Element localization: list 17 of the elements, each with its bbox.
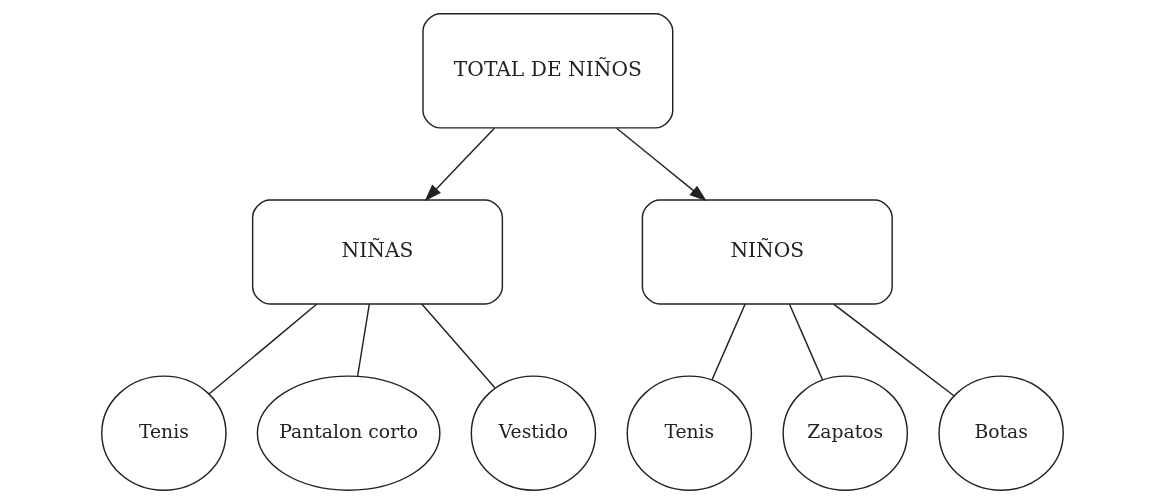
node-box: NIÑOS: [641, 199, 893, 305]
node-circle: Botas: [938, 375, 1064, 491]
node-circle: Tenis: [101, 375, 227, 491]
node-box: TOTAL DE NIÑOS: [422, 13, 674, 129]
arrow: [424, 127, 496, 202]
connector: [711, 303, 746, 381]
node-box: NIÑAS: [251, 199, 504, 305]
connector: [832, 303, 955, 397]
node-circle: Tenis: [626, 375, 753, 491]
connector: [788, 303, 824, 381]
connector: [421, 303, 496, 389]
node-ellipse: Pantalon corto: [256, 375, 441, 491]
node-circle: Zapatos: [782, 375, 909, 491]
connector: [208, 303, 318, 395]
arrow: [615, 127, 707, 202]
node-circle: Vestido: [470, 375, 597, 491]
connector: [356, 303, 371, 377]
